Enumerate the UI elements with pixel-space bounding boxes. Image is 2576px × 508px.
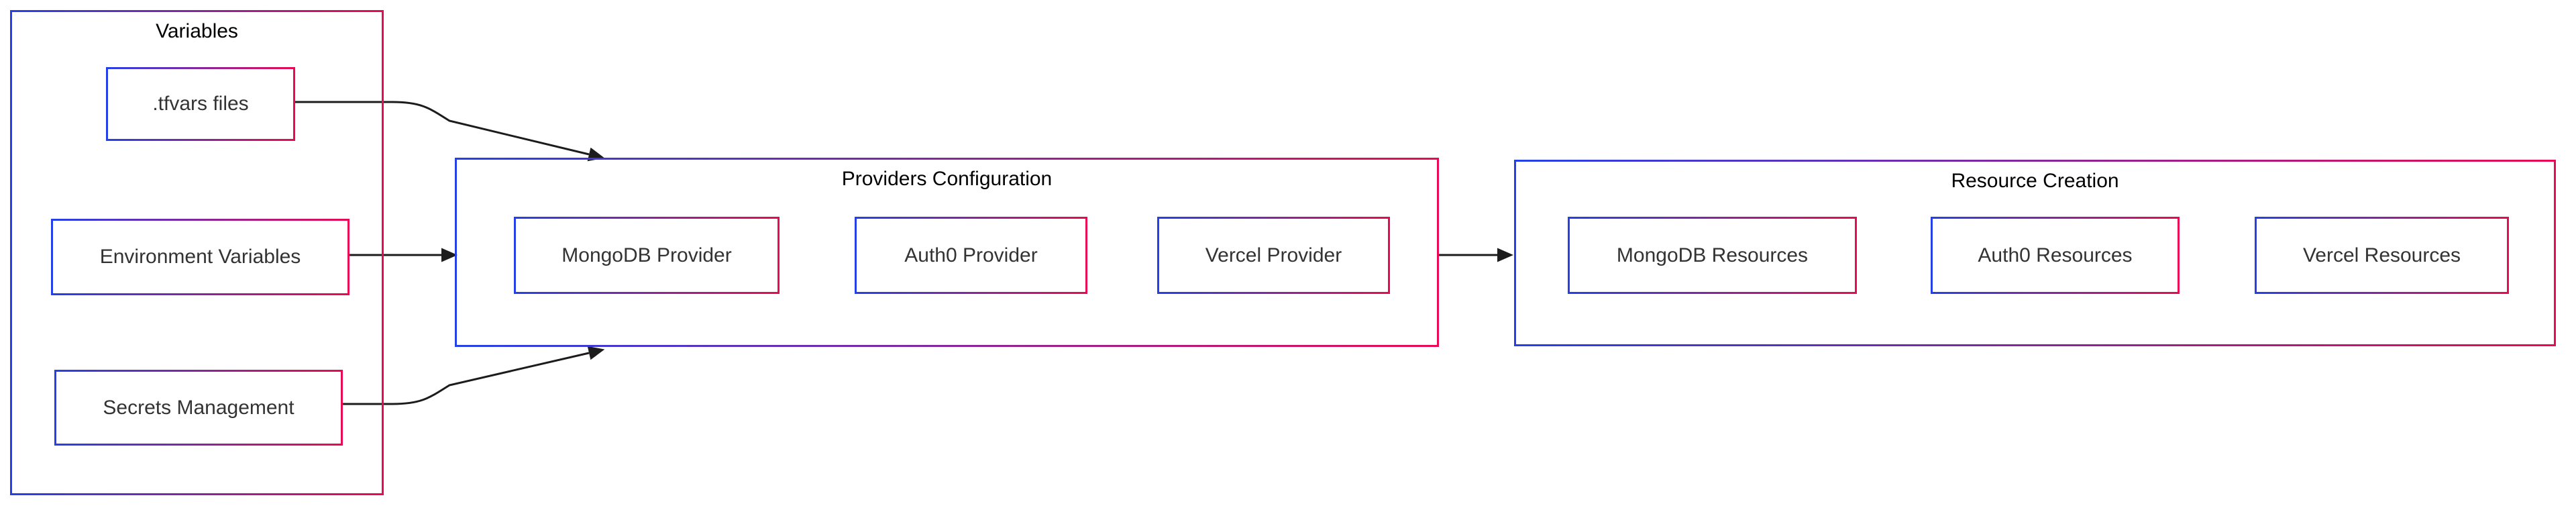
node-auth0-resources-label: Auth0 Resources <box>1978 244 2133 266</box>
node-auth0-resources: Auth0 Resources <box>1931 217 2180 294</box>
group-resource-creation-title: Resource Creation <box>1951 170 2119 192</box>
node-environment-variables: Environment Variables <box>51 219 350 295</box>
node-secrets-management-label: Secrets Management <box>103 396 294 419</box>
edge-secrets-to-providers <box>341 346 605 405</box>
node-tfvars-files-label: .tfvars files <box>152 93 249 115</box>
group-providers-configuration: Providers Configuration MongoDB Provider… <box>455 158 1439 347</box>
node-environment-variables-label: Environment Variables <box>99 246 301 268</box>
node-auth0-provider-label: Auth0 Provider <box>904 244 1038 266</box>
group-resource-creation: Resource Creation MongoDB Resources Auth… <box>1514 160 2556 346</box>
node-vercel-provider-label: Vercel Provider <box>1205 244 1342 266</box>
node-vercel-resources-label: Vercel Resources <box>2302 244 2461 266</box>
node-mongodb-resources-label: MongoDB Resources <box>1616 244 1809 266</box>
node-vercel-resources: Vercel Resources <box>2255 217 2509 294</box>
node-secrets-management: Secrets Management <box>54 370 343 446</box>
node-tfvars-files: .tfvars files <box>106 67 295 141</box>
node-mongodb-provider-label: MongoDB Provider <box>561 244 732 266</box>
group-providers-configuration-title: Providers Configuration <box>841 168 1053 190</box>
edge-tfvars-to-providers <box>293 101 605 162</box>
node-mongodb-provider: MongoDB Provider <box>514 217 780 294</box>
node-vercel-provider: Vercel Provider <box>1157 217 1390 294</box>
node-mongodb-resources: MongoDB Resources <box>1568 217 1857 294</box>
group-variables-title: Variables <box>156 20 238 42</box>
node-auth0-provider: Auth0 Provider <box>855 217 1087 294</box>
group-variables: Variables .tfvars files Environment Vari… <box>10 10 384 495</box>
